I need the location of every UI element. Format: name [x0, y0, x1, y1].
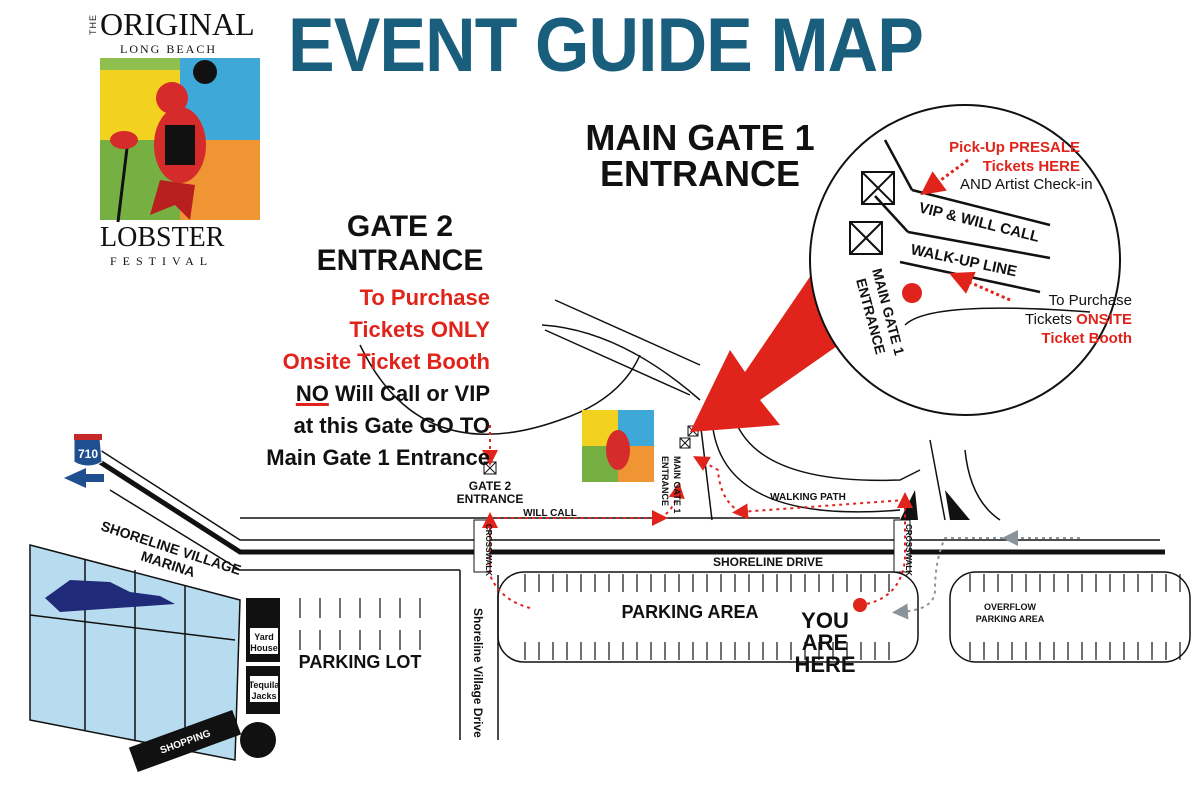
- onsite-line2-red: ONSITE: [1076, 311, 1132, 328]
- logo-original: ORIGINAL: [100, 6, 255, 42]
- lobster-claw: [110, 131, 138, 149]
- inset-lane-lines: [874, 139, 1051, 294]
- gate2-info-line2: Tickets ONLY: [349, 317, 490, 342]
- you-are-here-line2: ARE: [801, 630, 849, 655]
- tequila-label-2: Jacks: [251, 691, 276, 701]
- main-gate-heading-line1: MAIN GATE 1: [585, 117, 815, 158]
- festival-logo: [100, 58, 260, 223]
- parking-lot-label: PARKING LOT: [299, 652, 422, 672]
- lobster-cane: [116, 139, 130, 223]
- logo-lobster: LOBSTER: [100, 222, 225, 253]
- onsite-line2: Tickets ONSITE: [970, 310, 1132, 329]
- logo-the: THE: [88, 14, 98, 35]
- median-wedge-2: [945, 490, 970, 520]
- yard-house-label-box: [250, 628, 278, 654]
- overflow-parking-outline: [949, 571, 1191, 663]
- shopping-building: [128, 709, 242, 773]
- round-building: [240, 722, 276, 758]
- walking-path-lower-edge: [711, 419, 901, 513]
- yacht-icon: [45, 580, 175, 612]
- overflow-label-2: PARKING AREA: [976, 614, 1045, 624]
- lobster-top-hat: [193, 60, 217, 84]
- median-wedge: [900, 490, 918, 520]
- presale-line2: Tickets HERE: [982, 158, 1080, 175]
- mini-logo: [582, 410, 654, 482]
- gate2-info: To Purchase Tickets ONLY Onsite Ticket B…: [200, 282, 490, 474]
- presale-callout: Pick-Up PRESALE Tickets HERE: [900, 138, 1080, 176]
- inset-arrow-presale: [920, 158, 969, 196]
- car-route: [892, 530, 1080, 620]
- crosswalk-east-label: CROSSWALK: [904, 524, 913, 576]
- gate2-info-line1: To Purchase: [359, 285, 490, 310]
- inset-location-dot: [902, 283, 922, 303]
- highway-number: 710: [78, 447, 98, 461]
- shoreline-drive-label: SHORELINE DRIVE: [713, 555, 823, 569]
- walking-path-upper-edge: [734, 419, 921, 482]
- inset-curb: [904, 307, 1091, 326]
- presale-line1: Pick-Up PRESALE: [949, 139, 1080, 156]
- gate2-info-line4: NO Will Call or VIP: [200, 378, 490, 410]
- east-road-curve-1: [929, 439, 946, 521]
- gate2-heading-line1: GATE 2: [346, 210, 454, 243]
- parking-area-outline: [497, 571, 919, 663]
- onsite-line1: To Purchase: [1048, 292, 1132, 309]
- overflow-label-1: OVERFLOW: [984, 602, 1037, 612]
- north-street-line-1: [554, 299, 701, 366]
- main-gate-small-label-1: MAIN GATE 1: [672, 456, 682, 513]
- main-gate-small-label-2: ENTRANCE: [660, 456, 670, 506]
- parking-area-stalls: [524, 574, 890, 660]
- gate2-info-line4-rest: Will Call or VIP: [328, 381, 490, 406]
- artist-checkin-text: AND Artist Check-in: [960, 176, 1093, 193]
- walking-route: [482, 425, 913, 609]
- you-are-here-label: YOU ARE HERE: [780, 610, 870, 676]
- gate2-small-label-2: ENTRANCE: [457, 492, 524, 506]
- gate1-edge: [699, 419, 713, 521]
- lobster-head: [156, 82, 188, 114]
- onsite-line2-prefix: Tickets: [1025, 311, 1077, 328]
- you-are-here-line1: YOU: [801, 608, 849, 633]
- freeway-ramp-bottom: [109, 489, 460, 571]
- main-gate-heading: MAIN GATE 1 ENTRANCE: [570, 120, 830, 192]
- page-title: EVENT GUIDE MAP: [288, 3, 924, 88]
- logo-festival: FESTIVAL: [110, 254, 214, 268]
- gate2-info-line5: at this Gate GO TO: [293, 413, 490, 438]
- highway-exit-arrow: [64, 468, 104, 488]
- overflow-stalls: [969, 574, 1181, 660]
- walking-path-label: WALKING PATH: [770, 492, 846, 503]
- gate2-area-outline-2: [541, 324, 701, 401]
- street-label: Shoreline Village Drive: [471, 608, 485, 738]
- main-gate-heading-line2: ENTRANCE: [599, 153, 800, 194]
- north-street-line-2: [544, 329, 691, 396]
- parking-lot-stalls: [299, 598, 421, 650]
- crosswalk-west-label: CROSSWALK: [484, 524, 493, 576]
- will-call-label: WILL CALL: [523, 508, 577, 519]
- freeway-ramp-mid: [98, 459, 1165, 555]
- you-are-here-line3: HERE: [794, 652, 856, 677]
- onsite-line3: Ticket Booth: [1041, 330, 1132, 347]
- freeway-ramp-top: [99, 449, 1160, 541]
- gate2-area-outline: [359, 344, 641, 436]
- gate2-heading-line2: ENTRANCE: [316, 244, 484, 277]
- east-road-curve-2: [964, 449, 1001, 521]
- gate2-no-emphasis: NO: [295, 381, 329, 406]
- logo-long-beach: LONG BEACH: [120, 42, 217, 56]
- onsite-callout: To Purchase Tickets ONSITE Ticket Booth: [970, 291, 1132, 348]
- parking-area-label: PARKING AREA: [621, 602, 758, 622]
- tequila-label-box: [250, 676, 278, 702]
- you-are-here-marker: [853, 598, 867, 612]
- gate2-small-label-1: GATE 2: [469, 479, 512, 493]
- lobster-tuxedo: [165, 125, 195, 165]
- yard-house-label-1: Yard: [254, 632, 274, 642]
- gate2-info-line3: Onsite Ticket Booth: [282, 349, 490, 374]
- yard-house-label-2: House: [250, 643, 278, 653]
- tequila-label-1: Tequila: [249, 680, 281, 690]
- gate2-heading: GATE 2 ENTRANCE: [300, 210, 500, 278]
- gate2-info-line6: Main Gate 1 Entrance: [266, 445, 490, 470]
- lobster-tail: [150, 180, 195, 220]
- highway-710-shield: 710: [73, 434, 103, 467]
